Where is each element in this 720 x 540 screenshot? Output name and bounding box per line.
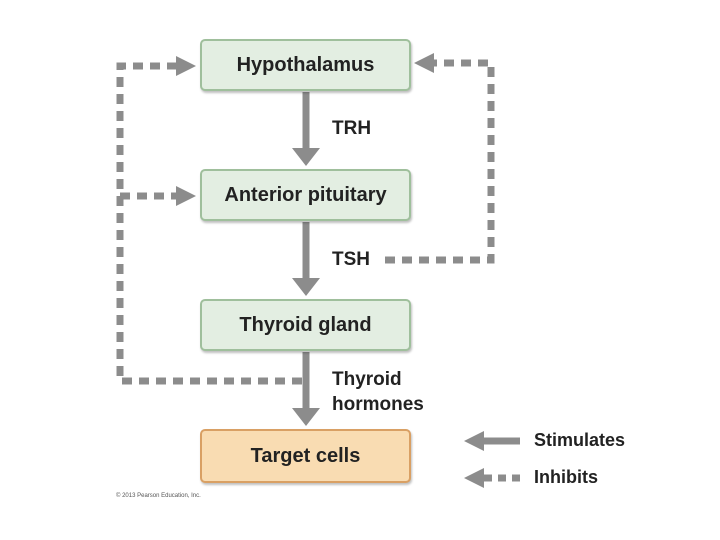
copyright-notice: © 2013 Pearson Education, Inc.	[116, 493, 201, 499]
node-anterior-pituitary: Anterior pituitary	[200, 169, 411, 221]
stimulate-arrow-tsh	[292, 222, 320, 296]
stimulate-arrow-thyroid-hormones	[292, 352, 320, 426]
node-target-cells: Target cells	[200, 429, 411, 483]
edge-label-thyroid-hormones-line2: hormones	[332, 394, 424, 415]
edge-label-thyroid-hormones-line1: Thyroid	[332, 369, 402, 390]
legend-stimulates-label: Stimulates	[534, 430, 626, 450]
stimulate-arrow-trh	[292, 92, 320, 166]
edge-label-trh: TRH	[332, 118, 372, 139]
legend-stimulates-arrow-icon	[464, 431, 520, 451]
legend-inhibits-arrow-icon	[464, 468, 520, 488]
edge-label-tsh: TSH	[332, 249, 370, 270]
node-thyroid-gland: Thyroid gland	[200, 299, 411, 351]
legend-inhibits-label: Inhibits	[534, 467, 598, 487]
inhibit-loop-thyroid-hormones	[116, 56, 302, 385]
node-hypothalamus: Hypothalamus	[200, 39, 411, 91]
inhibit-loop-tsh	[385, 53, 495, 264]
